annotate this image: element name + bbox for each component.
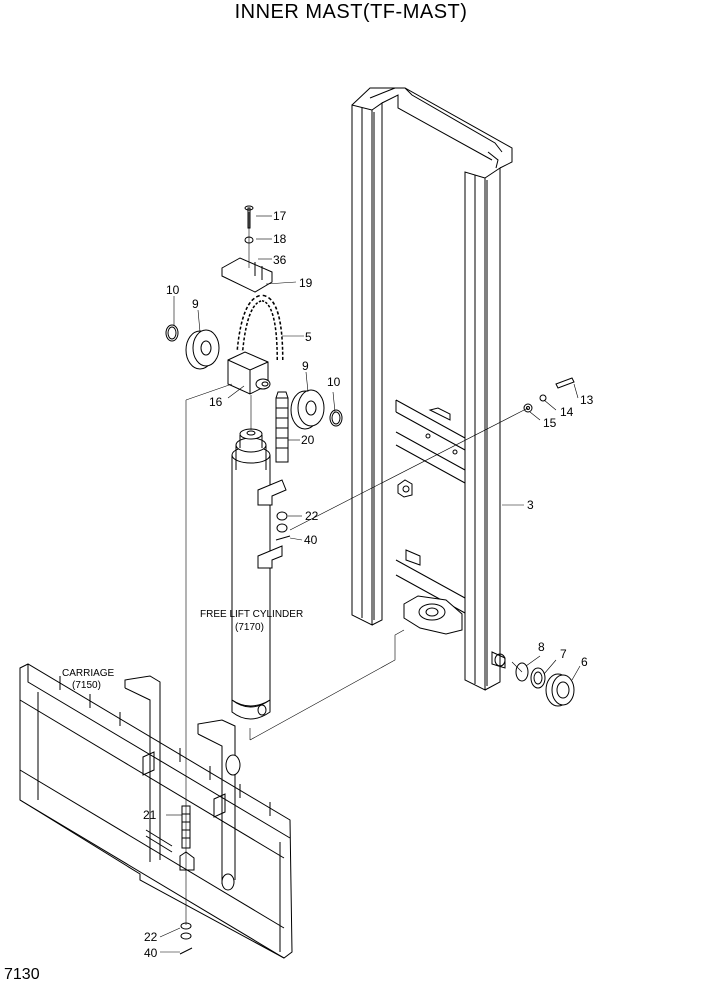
sheave-right bbox=[290, 389, 343, 430]
leader-lines bbox=[159, 215, 581, 953]
callout-7: 7 bbox=[560, 647, 567, 661]
callout-40-lower: 40 bbox=[144, 946, 158, 960]
page-title: INNER MAST(TF-MAST) bbox=[234, 1, 468, 23]
callout-21: 21 bbox=[143, 808, 157, 822]
callout-22-lower: 22 bbox=[144, 930, 158, 944]
callout-9-right: 9 bbox=[302, 359, 309, 373]
callout-6: 6 bbox=[581, 655, 588, 669]
callout-16: 16 bbox=[209, 395, 223, 409]
carriage bbox=[19, 663, 293, 959]
carriage-label: CARRIAGE bbox=[62, 668, 115, 679]
callout-3: 3 bbox=[527, 498, 534, 512]
sheave-left bbox=[165, 324, 220, 370]
free-lift-cylinder-ref: (7170) bbox=[235, 622, 264, 633]
free-lift-cylinder-label: FREE LIFT CYLINDER bbox=[200, 609, 303, 620]
roller-bearing-set bbox=[515, 662, 575, 707]
callout-9-left: 9 bbox=[192, 297, 199, 311]
free-lift-cylinder bbox=[231, 428, 287, 720]
callout-17: 17 bbox=[273, 209, 287, 223]
small-parts-mid bbox=[275, 511, 291, 541]
callout-40-upper: 40 bbox=[304, 533, 318, 547]
adjust-bolt bbox=[275, 391, 289, 463]
callout-10-right: 10 bbox=[327, 375, 341, 389]
lift-chain bbox=[236, 294, 284, 361]
callout-8: 8 bbox=[538, 640, 545, 654]
callout-36: 36 bbox=[273, 253, 287, 267]
chain-bracket bbox=[221, 205, 273, 293]
callout-labels: 17 18 36 19 10 9 5 9 10 16 20 13 14 15 3… bbox=[62, 209, 594, 960]
callout-14: 14 bbox=[560, 405, 574, 419]
callout-20: 20 bbox=[301, 433, 315, 447]
callout-18: 18 bbox=[273, 232, 287, 246]
callout-13: 13 bbox=[580, 393, 594, 407]
chain-anchor-block bbox=[227, 351, 271, 395]
callout-10-left: 10 bbox=[166, 283, 180, 297]
callout-19: 19 bbox=[299, 276, 313, 290]
inner-mast-frame bbox=[351, 87, 513, 691]
callout-5: 5 bbox=[305, 330, 312, 344]
carriage-ref: (7150) bbox=[72, 680, 101, 691]
callout-22-upper: 22 bbox=[305, 509, 319, 523]
bolt-washers-right bbox=[523, 377, 575, 413]
page-code: 7130 bbox=[4, 966, 40, 983]
callout-15: 15 bbox=[543, 416, 557, 430]
center-lines bbox=[185, 212, 529, 925]
